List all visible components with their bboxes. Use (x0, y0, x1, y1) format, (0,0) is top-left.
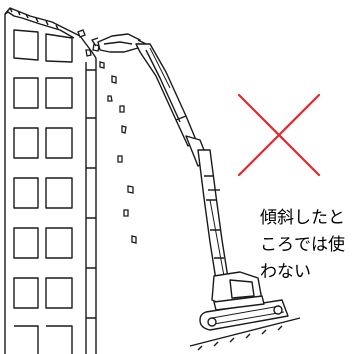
prohibited-x-icon (237, 93, 321, 177)
caption-line-1: 傾斜したと (260, 208, 345, 228)
caption-line-2: ころでは使 (260, 235, 345, 255)
window-grid (13, 29, 73, 354)
warning-caption: 傾斜したと ころでは使 わない (260, 205, 359, 286)
falling-debris (77, 29, 137, 244)
sloped-ground (189, 317, 301, 351)
arm-upper (135, 43, 197, 147)
caption-line-3: わない (260, 262, 311, 282)
building-facade (4, 7, 97, 354)
demolition-excavator (91, 33, 289, 331)
